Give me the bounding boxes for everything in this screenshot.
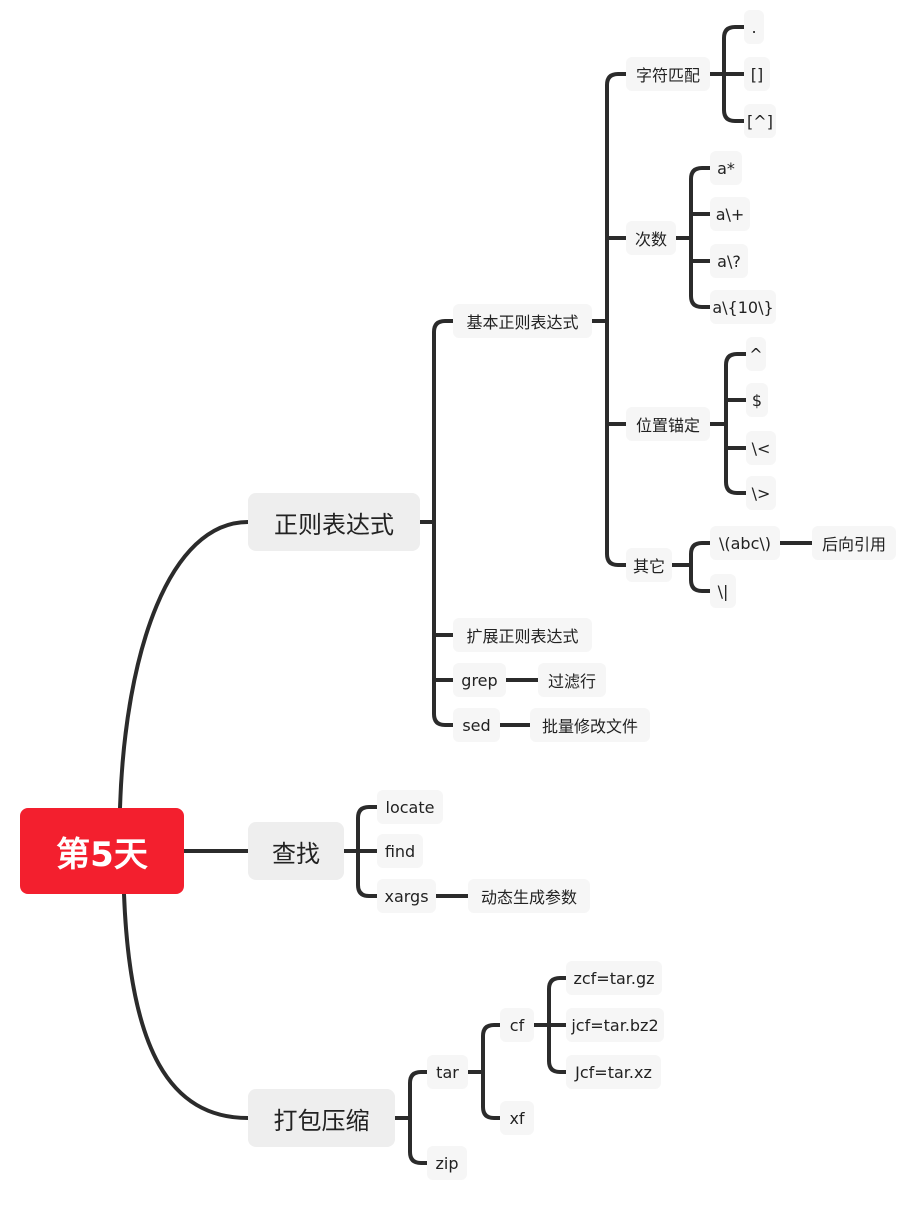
grep-desc[interactable]: 过滤行 [538,663,606,697]
char-dot[interactable]: . [744,10,764,44]
topic-regex[interactable]: 正则表达式 [248,493,420,551]
tar-xf[interactable]: xf [500,1101,534,1135]
other-backref[interactable]: 后向引用 [812,526,896,560]
xargs-desc[interactable]: 动态生成参数 [468,879,590,913]
topic-basic-regex[interactable]: 基本正则表达式 [453,304,592,338]
cf-bzip2[interactable]: jcf=tar.bz2 [566,1008,664,1042]
other-group[interactable]: \(abc\) [710,526,780,560]
anchor-word-end[interactable]: \> [746,476,776,510]
bracket-archive [393,1070,429,1165]
find-find[interactable]: find [377,834,423,868]
tar-cf[interactable]: cf [500,1008,534,1042]
archive-tar[interactable]: tar [427,1055,468,1089]
count-braces[interactable]: a\{10\} [710,290,776,324]
topic-sed[interactable]: sed [453,708,500,742]
bracket-other [670,541,712,593]
topic-count[interactable]: 次数 [626,221,676,255]
cf-gzip[interactable]: zcf=tar.gz [566,961,662,995]
topic-char-match[interactable]: 字符匹配 [626,57,710,91]
sed-desc[interactable]: 批量修改文件 [530,708,650,742]
bracket-tar [466,1023,502,1120]
topic-extended-regex[interactable]: 扩展正则表达式 [453,618,592,652]
root-topic[interactable]: 第5天 [20,808,184,894]
archive-zip[interactable]: zip [427,1146,467,1180]
topic-find[interactable]: 查找 [248,822,344,880]
cf-xz[interactable]: Jcf=tar.xz [566,1055,661,1089]
topic-grep[interactable]: grep [453,663,506,697]
topic-archive[interactable]: 打包压缩 [248,1089,395,1147]
count-question[interactable]: a\? [710,244,748,278]
bracket-basic [590,72,628,567]
bracket-cf [532,976,568,1074]
bracket-find [342,805,379,898]
char-negated-brackets[interactable]: [^] [744,104,776,138]
bracket-chars [708,25,746,123]
anchor-word-start[interactable]: \< [746,431,776,465]
find-xargs[interactable]: xargs [377,879,436,913]
bracket-count [674,166,712,309]
bracket-anchor [708,352,748,495]
anchor-caret[interactable]: ^ [746,337,766,371]
bracket-regex [418,319,455,727]
count-star[interactable]: a* [710,151,742,185]
other-pipe[interactable]: \| [710,574,736,608]
char-brackets[interactable]: [] [744,57,770,91]
anchor-dollar[interactable]: $ [746,383,768,417]
topic-anchor[interactable]: 位置锚定 [626,407,710,441]
topic-other[interactable]: 其它 [626,548,672,582]
count-plus[interactable]: a\+ [710,197,750,231]
find-locate[interactable]: locate [377,790,443,824]
link-root-regex [118,520,250,810]
link-root-archive [122,892,250,1120]
